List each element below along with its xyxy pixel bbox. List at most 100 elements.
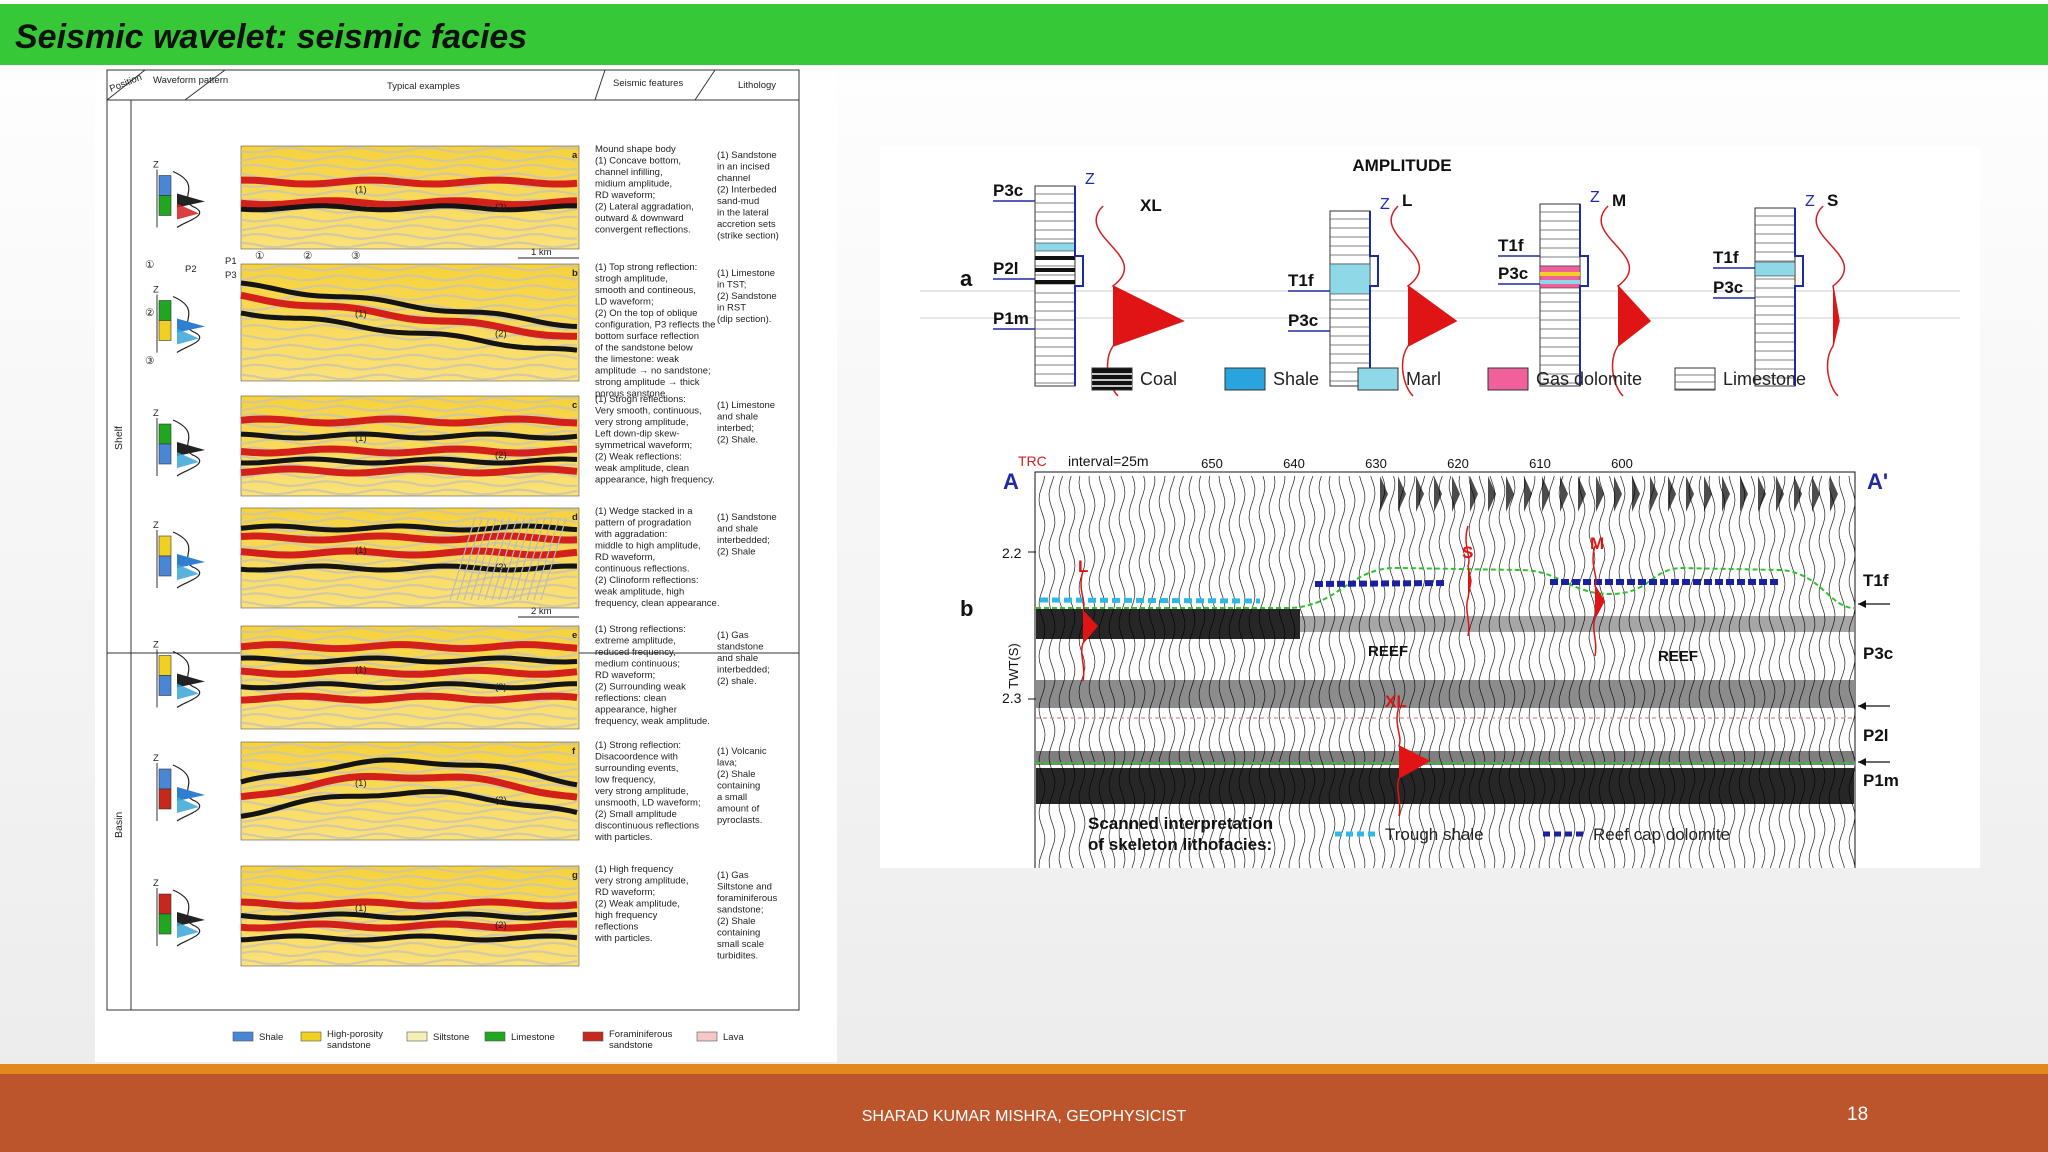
column-name: L [1402,191,1412,210]
lithology-line: and shale [717,653,758,664]
reef-label-2: REEF [1658,648,1698,665]
seismic-example-a [239,145,580,250]
circled-number-2: ② [145,307,155,319]
horizon-T1f: T1f [1713,248,1739,267]
feature-line: (1) High frequency [595,864,673,875]
zone-shelf: Shelf [113,426,125,450]
legend-swatch [696,1031,718,1042]
example-letter-b: b [572,268,578,279]
feature-line: strong amplitude → thick [595,377,700,388]
circled-number-1: ① [145,259,155,271]
feature-line: appearance, higher [595,705,677,716]
waveform-icon-g: Z [153,878,205,947]
column-name: M [1612,191,1626,210]
feature-line: smooth and contineous, [595,285,696,296]
legend-swatch [582,1031,604,1042]
y-tick-2-3: 2.3 [1002,690,1022,706]
marker-2: (2) [495,202,507,213]
feature-line: (2) Weak reflections: [595,452,682,463]
facies-label-L: L [1078,557,1088,576]
waveform-icon-a: Z [153,160,205,228]
wave-p3: P3 [225,270,237,281]
lithology-line: containing [717,781,760,792]
lithology-line: (1) Gas [717,630,749,641]
lithology-legend-label: Shale [1273,369,1319,389]
seismic-facies-table-figure: Position Waveform pattern Typical exampl… [95,66,837,1062]
facies-row-d: d(1)(2)2 km(1) Wedge stacked in apattern… [153,506,777,618]
feature-line: (2) Surrounding weak [595,682,686,693]
lithology-legend-label: Limestone [1723,369,1806,389]
marker-2: (2) [495,562,507,573]
lithology-line: and shale [717,412,758,423]
feature-line: RD waveform, [595,552,655,563]
feature-line: symmetrical waveform; [595,440,692,451]
facies-row-e: e(1)(2)(1) Strong reflections:extreme am… [153,624,770,730]
feature-line: convergent reflections. [595,225,691,236]
legend-swatch [406,1031,428,1042]
feature-line: surrounding events, [595,763,678,774]
lithology-line: interbed; [717,423,754,434]
page-number: 18 [1847,1104,1869,1125]
interpretation-legend-label: Reef cap dolomite [1593,825,1730,844]
section-horizon-P2l: P2l [1863,726,1889,745]
lithology-legend-label: Coal [1140,369,1177,389]
lithology-line: Siltstone and [717,882,772,893]
section-horizon-T1f: T1f [1863,571,1889,590]
lithology-legend-4: Limestone [1674,367,1806,391]
marker-2: (2) [495,450,507,461]
footer-author: SHARAD KUMAR MISHRA, GEOPHYSICIST [861,1108,1187,1125]
caption-line-2: of skeleton lithofacies: [1088,835,1272,854]
lithology-line: in TST; [717,280,746,291]
header-lithology: Lithology [738,80,776,91]
svg-text:Z: Z [153,285,159,296]
horizon-P2l: P2l [993,259,1019,278]
feature-line: porous sanstone. [595,389,668,400]
feature-line: weak amplitude, high [594,587,684,598]
marker-1: (1) [355,778,367,789]
section-end-a-prime: A' [1867,469,1888,494]
horizon-P3c: P3c [1713,278,1743,297]
seismic-example-c [239,395,580,497]
feature-line: (2) Small amplitude [595,809,677,820]
feature-line: (1) Strong reflection: [595,740,681,751]
horizon-P3c: P3c [993,181,1023,200]
lithology-line: pyroclasts. [717,815,762,826]
legend-item-5: Lava [696,1031,744,1043]
lithology-legend-0: Coal [1091,367,1177,391]
header-examples: Typical examples [387,81,460,92]
marker-1: (1) [355,545,367,556]
feature-line: high frequency [595,910,658,921]
feature-line: (2) Lateral aggradation, [595,202,694,213]
lithology-line: turbidites. [717,951,758,962]
lithology-swatch [1487,367,1529,391]
feature-line: the limestone: weak [595,354,679,365]
lithology-line: channel [717,173,750,184]
lithology-line: foraminiferous [717,893,777,904]
lithology-line: in RST [717,303,746,314]
legend-label: Limestone [511,1032,555,1043]
lithology-line: (2) Shale [717,916,756,927]
depth-axis-z: Z [1805,193,1815,210]
example-letter-d: d [572,512,578,523]
lithology-line: (2) Shale. [717,435,758,446]
feature-line: reflections: clean [595,693,666,704]
feature-line: Very smooth, continuous, [595,406,702,417]
lithology-line: (dip section). [717,314,771,325]
lithology-line: containing [717,928,760,939]
facies-label-XL: XL [1385,692,1407,711]
feature-line: (2) On the top of oblique [595,308,697,319]
lithology-line: sandstone; [717,905,763,916]
feature-line: continuous reflections. [595,564,690,575]
lithology-line: (1) Gas [717,870,749,881]
lithology-swatch [1674,367,1716,391]
svg-text:Z: Z [153,640,159,651]
feature-line: reflections [595,922,639,933]
lithology-line: and shale [717,524,758,535]
marker-2: (2) [495,795,507,806]
example-circled-1: ① [255,250,265,262]
column-name: S [1827,191,1838,210]
lithology-line: (1) Volcanic [717,746,767,757]
feature-line: low frequency, [595,775,656,786]
